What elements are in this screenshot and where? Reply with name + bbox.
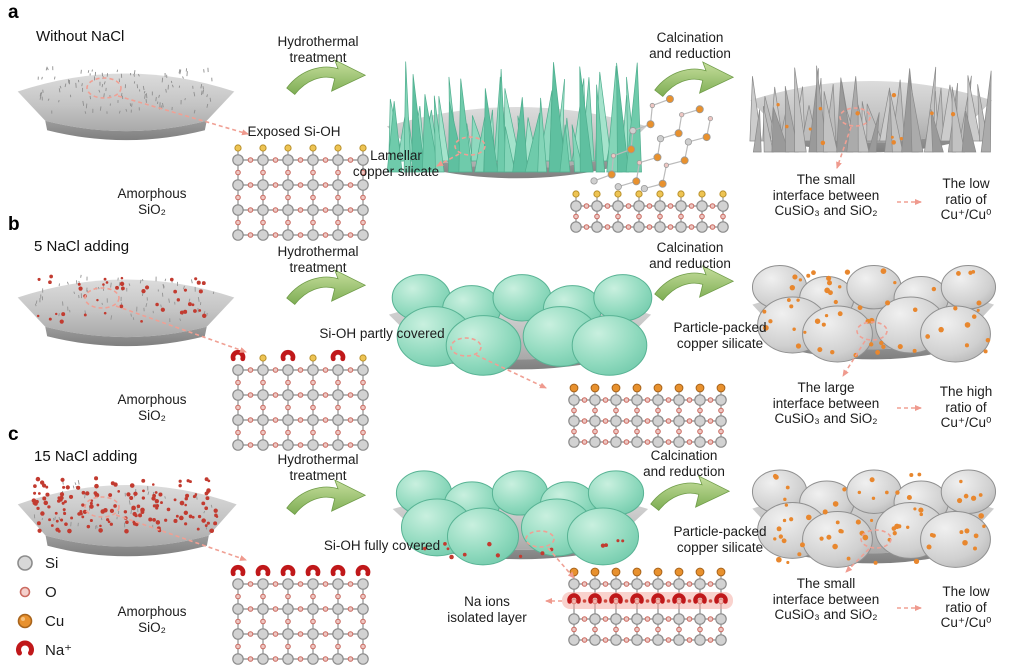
ratio-label-c: The low ratio of Cu⁺/Cu⁰ (940, 584, 992, 631)
step1-label-b: Hydrothermal treatment (277, 244, 359, 275)
highlight-circle-c-left (84, 496, 120, 518)
surface-callout-b: Si-OH partly covered (319, 326, 445, 341)
legend-item-cu: Cu (14, 610, 72, 632)
o-atom-icon (19, 586, 31, 598)
silica-substrate-b (17, 279, 235, 347)
copper-silicate-chains-a (590, 95, 713, 193)
highlight-circle-b-left (84, 287, 120, 309)
sodium-dots-surface-c (31, 476, 219, 534)
product-callout-a: Lamellar copper silicate (352, 148, 440, 179)
reduced-lamellar-structure-a (749, 65, 992, 153)
step1-label-a: Hydrothermal treatment (277, 34, 359, 65)
step2-label-b: Calcination and reduction (649, 240, 731, 271)
si-atom-icon (17, 555, 33, 571)
panel-label-a: a (8, 2, 19, 23)
highlight-circle-b-right (856, 321, 888, 341)
substrate-label-a: Amorphous SiO₂ (117, 186, 187, 217)
hydrothermal-arrow-c (286, 479, 366, 515)
highlight-circle-b-mid (450, 337, 482, 357)
legend-label-cu: Cu (45, 612, 65, 630)
legend-item-na: Na⁺ (14, 639, 72, 661)
step2-label-a: Calcination and reduction (649, 30, 731, 61)
sodium-dots-surface-b (36, 274, 207, 324)
highlight-circle-a-right (839, 107, 871, 127)
legend-label-si: Si (45, 554, 59, 572)
cu-atom-icon (17, 613, 33, 629)
surface-callout-c: Si-OH fully covered (323, 538, 441, 553)
legend-item-o: O (14, 581, 72, 603)
callout-overlays (84, 77, 922, 611)
callout-arrow-c-right (845, 548, 870, 573)
particle-packed-copper-silicate-c (395, 470, 645, 566)
highlight-circle-c-right (860, 529, 892, 549)
step1-label-c: Hydrothermal treatment (277, 452, 359, 483)
panel-label-c: c (8, 424, 19, 445)
condition-b: 5 NaCl adding (34, 238, 130, 255)
condition-a: Without NaCl (36, 28, 125, 45)
lattice-interface-c-with-na-layer (562, 567, 733, 646)
legend-item-si: Si (14, 552, 72, 574)
lattice-sio2-b (230, 349, 369, 451)
callout-arrow-c-left (115, 514, 247, 561)
highlight-circle-a-left (86, 77, 122, 99)
callout-arrow-b-left (115, 305, 247, 353)
surface-speckles-a (37, 66, 213, 114)
highlight-circle-a-mid (454, 136, 486, 156)
silica-substrate-a (17, 73, 235, 141)
lattice-sio2-a (232, 144, 369, 241)
calcination-arrow-c (650, 475, 730, 511)
condition-c: 15 NaCl adding (34, 448, 138, 465)
na-layer-callout-c: Na ions isolated layer (447, 594, 527, 625)
particle-packed-copper-silicate-b (391, 274, 653, 376)
reduced-particle-structure-c (751, 469, 997, 568)
legend-label-o: O (45, 583, 57, 601)
lamellar-copper-silicate-structure-a (386, 61, 642, 173)
na-ion-icon (16, 640, 34, 656)
surface-callout-a: Exposed Si-OH (247, 124, 341, 139)
product-callout-c: Particle-packed copper silicate (673, 524, 767, 555)
step2-label-c: Calcination and reduction (643, 448, 725, 479)
reduced-particle-structure-b (751, 264, 997, 363)
calcination-arrow-a (654, 61, 734, 97)
highlight-circle-c-mid (525, 530, 555, 548)
legend-label-na: Na⁺ (45, 642, 73, 659)
substrate-label-c: Amorphous SiO₂ (117, 604, 187, 635)
interface-label-a: The small interface between CuSiO₃ and S… (772, 172, 880, 219)
lattice-interface-b (568, 383, 727, 448)
panel-label-b: b (8, 214, 20, 235)
legend: Si O Cu Na⁺ (14, 552, 72, 661)
interface-label-c: The small interface between CuSiO₃ and S… (772, 576, 880, 623)
substrate-label-b: Amorphous SiO₂ (117, 392, 187, 423)
surface-speckles-b (34, 274, 215, 322)
sodium-dots-base-c (423, 539, 625, 560)
interface-label-b: The large interface between CuSiO₃ and S… (772, 380, 880, 427)
ratio-label-b: The high ratio of Cu⁺/Cu⁰ (939, 384, 993, 431)
callout-arrow-b-mid (475, 354, 547, 389)
callout-arrow-a-left (117, 95, 249, 136)
ratio-label-a: The low ratio of Cu⁺/Cu⁰ (940, 176, 992, 223)
product-callout-b: Particle-packed copper silicate (673, 320, 767, 351)
lattice-sio2-c (230, 564, 371, 665)
callout-arrow-a-right (836, 126, 852, 169)
copper-dots-a-right (776, 92, 956, 146)
lattice-interface-a (570, 190, 729, 233)
